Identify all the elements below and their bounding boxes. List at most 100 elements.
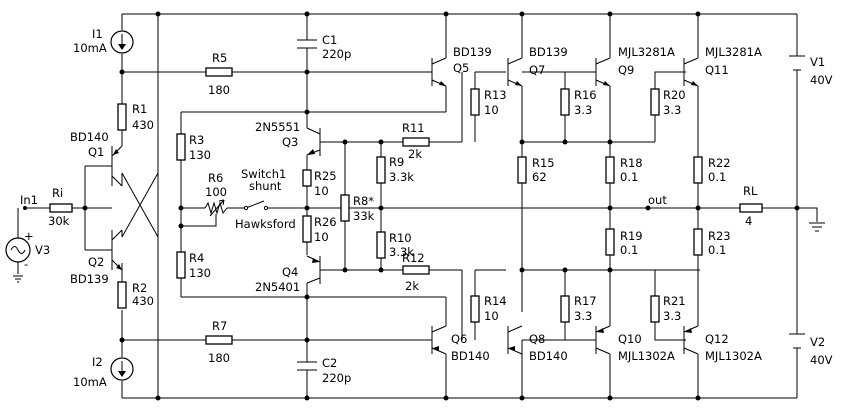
transistor-q5	[431, 57, 447, 87]
label-r10-value: 3.3k	[389, 245, 414, 259]
label-rl-name: RL	[743, 184, 758, 198]
label-q7-part: BD139	[529, 45, 568, 59]
resistor-rl	[739, 203, 763, 213]
transistor-q10	[595, 325, 611, 355]
label-r17-value: 3.3	[574, 309, 592, 323]
resistor-r8	[340, 194, 350, 222]
resistor-r16	[560, 88, 570, 116]
battery-v1	[789, 55, 805, 71]
label-r25-name: R25	[314, 169, 337, 183]
transistor-q2	[111, 229, 123, 271]
label-r2-value: 430	[132, 294, 154, 308]
label-r14-name: R14	[484, 294, 507, 308]
resistor-r26	[302, 215, 312, 243]
battery-v2	[789, 333, 805, 349]
transistor-q12	[683, 325, 699, 355]
transistor-q4	[306, 255, 321, 284]
potentiometer-r6	[204, 199, 228, 217]
label-q7-name: Q7	[529, 63, 545, 77]
label-v3-minus: -	[24, 257, 28, 271]
label-r6-name: R6	[208, 171, 223, 185]
label-v3-plus: +	[24, 229, 34, 243]
capacitor-c2	[297, 361, 317, 371]
label-r23-value: 0.1	[708, 243, 726, 257]
label-r12-name: R12	[402, 251, 425, 265]
label-r25-value: 10	[314, 184, 329, 198]
label-rl-value: 4	[745, 214, 752, 228]
resistor-r22	[693, 156, 703, 184]
label-r7-name: R7	[212, 319, 227, 333]
transistor-q6	[431, 325, 447, 355]
resistor-r1	[117, 103, 127, 131]
label-c2-value: 220p	[322, 371, 351, 385]
label-v2-value: 40V	[810, 353, 833, 367]
label-r8-value: 33k	[353, 209, 375, 223]
label-q10-name: Q10	[618, 332, 642, 346]
label-q3-part: 2N5551	[255, 120, 300, 134]
label-r18-value: 0.1	[620, 170, 638, 184]
transistor-q7	[507, 57, 535, 87]
label-q12-part: MJL1302A	[705, 349, 762, 363]
label-r19-value: 0.1	[620, 243, 638, 257]
label-r16-name: R16	[574, 88, 597, 102]
label-v1-value: 40V	[810, 73, 833, 87]
label-r8-name: R8*	[353, 194, 374, 208]
label-r22-value: 0.1	[708, 170, 726, 184]
label-c1-value: 220p	[322, 47, 351, 61]
label-r23-name: R23	[708, 229, 731, 243]
junction-dots	[82, 11, 800, 401]
resistor-r25	[302, 169, 312, 187]
label-r20-value: 3.3	[663, 103, 681, 117]
label-q4-name: Q4	[282, 265, 298, 279]
label-r5-name: R5	[212, 51, 227, 65]
label-r15-name: R15	[532, 156, 555, 170]
label-i1-name: I1	[92, 27, 103, 41]
label-c2-name: C2	[322, 356, 337, 370]
capacitor-c1	[297, 39, 317, 49]
label-r17-name: R17	[574, 294, 597, 308]
label-r20-name: R20	[663, 88, 686, 102]
label-q1-name: Q1	[88, 145, 104, 159]
label-r1-value: 430	[132, 118, 154, 132]
label-r26-value: 10	[314, 230, 329, 244]
label-switch1-line1: Switch1	[241, 167, 286, 181]
label-r16-value: 3.3	[574, 103, 592, 117]
resistor-r14	[470, 295, 480, 323]
transistor-q11	[683, 57, 699, 87]
resistor-r10	[376, 231, 386, 259]
transistor-q9	[595, 57, 611, 87]
transistor-q1	[111, 145, 123, 187]
resistor-r3	[176, 133, 186, 161]
resistor-r19	[605, 228, 615, 256]
current-source-i2	[110, 357, 134, 381]
label-v3-name: V3	[35, 243, 50, 257]
label-r6-value: 100	[205, 185, 227, 199]
label-i2-name: I2	[92, 355, 103, 369]
label-q6-part: BD140	[451, 349, 490, 363]
label-switch1-note: Hawksford	[235, 217, 296, 231]
label-r12-value: 2k	[405, 279, 419, 293]
label-v2-name: V2	[810, 335, 825, 349]
label-r18-name: R18	[620, 156, 643, 170]
label-switch1-line2: shunt	[249, 179, 282, 193]
label-v1-name: V1	[810, 55, 825, 69]
label-r13-name: R13	[484, 88, 507, 102]
label-q4-part: 2N5401	[255, 280, 300, 294]
label-r2-name: R2	[132, 281, 147, 295]
resistor-r17	[560, 295, 570, 323]
label-r11-value: 2k	[408, 147, 422, 161]
label-ri-name: Ri	[52, 186, 63, 200]
label-r1-name: R1	[132, 102, 147, 116]
transistor-q3	[306, 127, 321, 156]
label-q12-name: Q12	[705, 332, 729, 346]
resistor-r4	[176, 251, 186, 279]
ground-symbol	[809, 222, 825, 232]
resistor-r12	[402, 265, 430, 275]
label-r10-name: R10	[389, 231, 412, 245]
label-q9-name: Q9	[618, 63, 634, 77]
label-r13-value: 10	[484, 103, 499, 117]
label-q1-part: BD140	[70, 130, 109, 144]
label-q9-part: MJL3281A	[618, 45, 675, 59]
labels: I1 10mA I2 10mA R1 430 R2 430 R3 130 R4 …	[20, 27, 833, 389]
